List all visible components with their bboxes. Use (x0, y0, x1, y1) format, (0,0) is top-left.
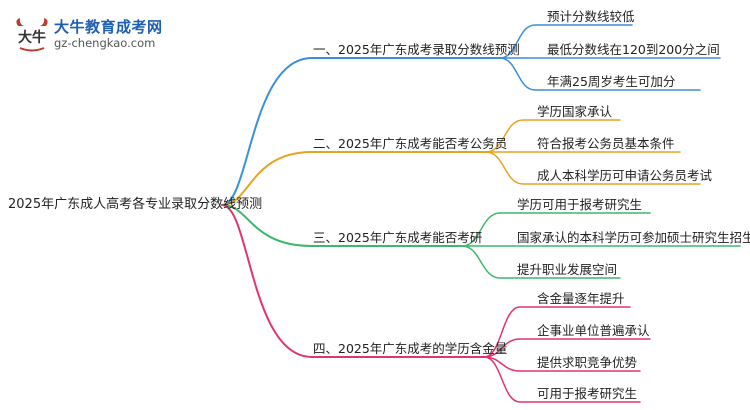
logo-mark-text: 大牛 (18, 29, 46, 46)
branch-2-child-1: 学历国家承认 (537, 104, 613, 119)
branch-4-child-2: 企事业单位普遍承认 (537, 323, 650, 338)
branch-3-connector (221, 204, 463, 247)
branch-3-child-1-connector (461, 212, 651, 247)
branch-4-label: 四、2025年广东成考的学历含金量 (313, 341, 508, 356)
branch-3-child-1: 学历可用于报考研究生 (517, 197, 643, 212)
branch-1-connector (221, 57, 501, 206)
logo-title: 大牛教育成考网 (54, 18, 163, 36)
branch-4-child-2-connector (483, 338, 651, 358)
branch-1-child-2: 最低分数线在120到200分之间 (547, 42, 720, 57)
branch-1-child-3: 年满25周岁考生可加分 (547, 74, 676, 89)
branch-4-connector (221, 204, 485, 358)
branch-4-child-1: 含金量逐年提升 (537, 291, 625, 306)
branch-4-child-3: 提供求职竞争优势 (537, 355, 638, 370)
branch-4-child-1-connector (483, 306, 631, 358)
branch-3-child-3-connector (461, 245, 621, 279)
branch-2-child-1-connector (485, 119, 621, 153)
logo-url: gz-chengkao.com (54, 36, 156, 50)
branch-2-child-2: 符合报考公务员基本条件 (537, 136, 675, 151)
branch-4-child-4: 可用于报考研究生 (537, 386, 638, 401)
site-logo: 大牛 大牛教育成考网 gz-chengkao.com (12, 14, 212, 58)
root-node: 2025年广东成人高考各专业录取分数线预测 (8, 197, 263, 212)
branch-1-label: 一、2025年广东成考录取分数线预测 (313, 42, 520, 57)
branch-3-child-2: 国家承认的本科学历可参加硕士研究生招生考试 (517, 230, 750, 245)
ox-logo-icon: 大牛 (16, 18, 48, 52)
branch-2-child-3-connector (485, 151, 701, 185)
branch-3-label: 三、2025年广东成考能否考研 (313, 230, 483, 245)
branch-2-label: 二、2025年广东成考能否考公务员 (313, 136, 508, 151)
branch-1-child-1: 预计分数线较低 (547, 9, 635, 24)
branch-2-connector (221, 151, 487, 206)
branch-1-child-1-connector (499, 24, 633, 59)
branch-1-child-3-connector (499, 57, 701, 91)
branch-3-child-3: 提升职业发展空间 (517, 262, 618, 277)
branch-2-child-3: 成人本科学历可申请公务员考试 (537, 168, 713, 183)
branch-4-child-4-connector (483, 356, 641, 403)
